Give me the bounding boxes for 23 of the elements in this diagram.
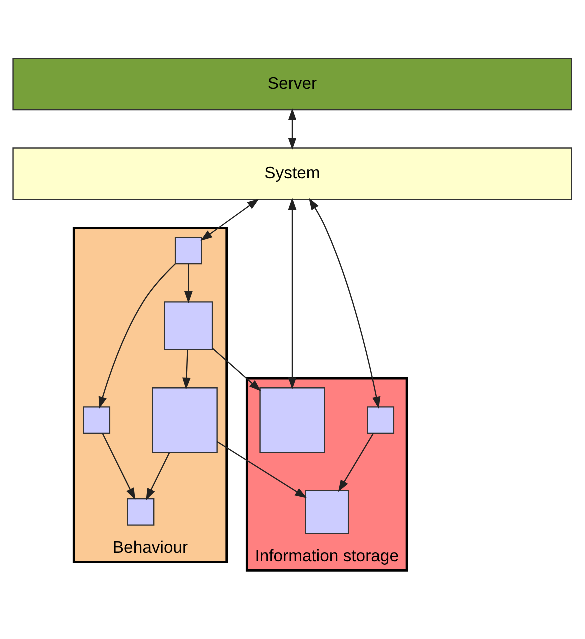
arrow [212, 348, 262, 392]
node-box [164, 302, 214, 351]
cluster: Behaviour [72, 227, 228, 564]
arrow [184, 264, 193, 304]
node-box: System [12, 148, 572, 200]
node-box [127, 498, 155, 526]
arrow [102, 433, 136, 500]
arrow [200, 198, 260, 242]
arrow [146, 452, 170, 501]
arrow [338, 433, 374, 492]
arrow [309, 198, 381, 409]
arrow [217, 441, 308, 498]
arrow [182, 350, 191, 390]
node-box [83, 406, 111, 434]
arrow [288, 198, 297, 390]
node-box [260, 388, 326, 454]
node-box [367, 406, 395, 434]
node-box [174, 237, 202, 265]
arrow [288, 108, 297, 150]
node-box [152, 388, 218, 454]
node-box: Server [12, 58, 572, 111]
node-box [305, 490, 350, 534]
arrow [98, 264, 176, 409]
